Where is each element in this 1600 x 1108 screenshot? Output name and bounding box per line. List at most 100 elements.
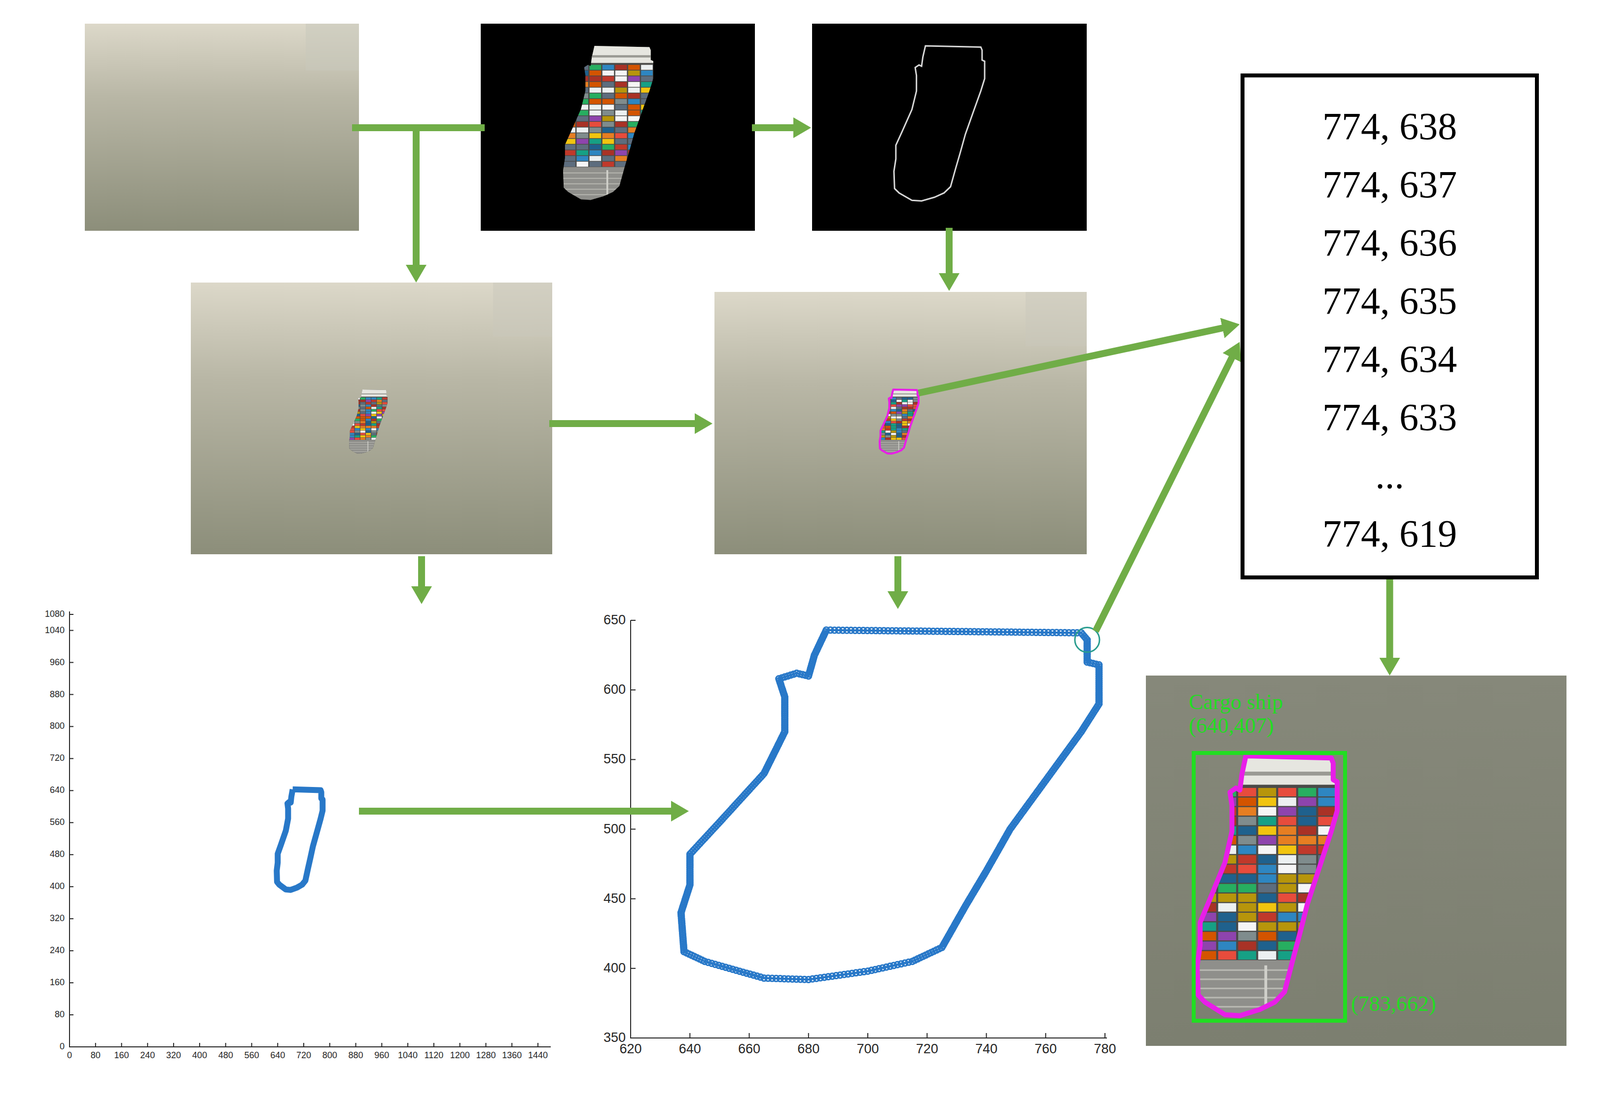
- axis-tick: [808, 1032, 810, 1038]
- axis-tick-label: 1200: [450, 1050, 470, 1061]
- axis-tick-label: 720: [916, 1041, 939, 1057]
- axis-tick: [69, 725, 74, 727]
- axis-tick: [926, 1032, 928, 1038]
- axis-tick: [329, 1042, 331, 1047]
- axis-tick-label: 0: [67, 1050, 72, 1061]
- coordinate-text: 774, 636: [1244, 213, 1535, 272]
- axis-tick: [537, 1042, 539, 1047]
- axis-tick: [630, 1037, 636, 1039]
- flow-arrow: [894, 556, 902, 595]
- axis-tick: [95, 1042, 97, 1047]
- flow-arrow: [1386, 579, 1394, 661]
- contour-line: [893, 45, 985, 202]
- ship-image: [349, 389, 388, 455]
- axis-tick-label: 80: [90, 1050, 101, 1061]
- axis-tick-label: 650: [603, 612, 626, 628]
- axis-tick: [69, 629, 74, 631]
- axis-tick: [199, 1042, 201, 1047]
- axis-tick-label: 400: [49, 881, 65, 892]
- bounding-box: [1193, 752, 1346, 1021]
- axis-tick-label: 450: [603, 891, 626, 907]
- axis-tick: [146, 1042, 148, 1047]
- ship-outline: [1197, 755, 1338, 1016]
- axis-tick-label: 680: [797, 1041, 820, 1057]
- ship-body: [349, 389, 388, 455]
- axis-tick-label: 1360: [501, 1050, 522, 1061]
- axis-tick-label: 600: [603, 682, 626, 698]
- flow-arrow: [945, 227, 953, 277]
- axis-tick-label: 640: [270, 1050, 285, 1061]
- axis-tick-label: 800: [49, 721, 65, 732]
- sea-photo: [84, 23, 359, 231]
- axis-tick: [225, 1042, 227, 1047]
- axis-tick-label: 240: [140, 1050, 155, 1061]
- coordinate-text: 774, 634: [1244, 329, 1535, 389]
- axis-tick: [630, 967, 636, 969]
- axis-tick: [986, 1032, 988, 1038]
- flow-arrows: [352, 127, 1234, 812]
- coordinate-list-box: 774, 638774, 637774, 636774, 635774, 634…: [1240, 73, 1539, 580]
- flow-arrow: [412, 127, 420, 268]
- axis-tick-label: 780: [1093, 1041, 1116, 1057]
- ship-body: [563, 45, 654, 202]
- ship-body: [879, 389, 919, 455]
- axis-tick-label: 660: [738, 1041, 761, 1057]
- detection-label: (783,662): [1351, 992, 1436, 1016]
- axis-tick-label: 160: [49, 977, 65, 988]
- axis-tick: [121, 1042, 123, 1047]
- axis-tick: [69, 661, 74, 663]
- axis-tick: [69, 853, 74, 855]
- composite-photo: [190, 282, 553, 555]
- axis-tick: [69, 1042, 71, 1047]
- detection-label: Cargo ship: [1188, 690, 1283, 714]
- flow-arrow: [918, 327, 1226, 393]
- axis-tick-label: 320: [49, 913, 65, 924]
- chart-axis: [630, 620, 1107, 1038]
- axis-tick: [250, 1042, 252, 1047]
- coordinate-text: 774, 638: [1244, 97, 1535, 156]
- contour-plot: [680, 630, 1100, 980]
- ship-mask-panel: [480, 23, 755, 231]
- coordinate-text: 774, 619: [1244, 504, 1535, 563]
- axis-tick: [381, 1042, 383, 1047]
- coordinate-text: ...: [1244, 446, 1535, 505]
- axis-tick-label: 480: [49, 849, 65, 860]
- coordinate-text: 774, 635: [1244, 271, 1535, 330]
- axis-tick-label: 700: [856, 1041, 879, 1057]
- axis-tick: [630, 828, 636, 830]
- axis-tick-label: 880: [348, 1050, 364, 1061]
- axis-tick-label: 80: [54, 1009, 65, 1020]
- chart-axis: [69, 611, 551, 1047]
- axis-tick: [630, 758, 636, 760]
- axis-tick-label: 620: [619, 1041, 642, 1057]
- flow-arrow: [418, 556, 426, 590]
- axis-tick: [69, 1014, 74, 1016]
- axis-tick: [867, 1032, 869, 1038]
- coordinate-text: 774, 633: [1244, 388, 1535, 447]
- axis-tick-label: 800: [322, 1050, 338, 1061]
- ship-body: [1197, 755, 1338, 1018]
- axis-tick-label: 240: [49, 945, 65, 956]
- axis-tick-label: 560: [244, 1050, 259, 1061]
- axis-tick-label: 760: [1034, 1041, 1057, 1057]
- axis-tick: [630, 619, 636, 621]
- axis-tick-label: 740: [975, 1041, 998, 1057]
- axis-tick-label: 640: [678, 1041, 702, 1057]
- axis-tick-label: 160: [114, 1050, 130, 1061]
- axis-tick-label: 560: [49, 817, 65, 828]
- axis-tick: [630, 689, 636, 691]
- axis-tick: [69, 613, 74, 615]
- axis-tick-label: 720: [49, 753, 65, 764]
- axis-tick: [277, 1042, 279, 1047]
- ship-image: [879, 389, 919, 455]
- axis-tick: [1045, 1032, 1047, 1038]
- axis-tick-label: 960: [374, 1050, 390, 1061]
- axis-tick-label: 1040: [397, 1050, 418, 1061]
- axis-tick: [69, 1046, 74, 1048]
- axis-tick-label: 1080: [44, 609, 65, 620]
- axis-tick-label: 400: [192, 1050, 208, 1061]
- axis-tick: [511, 1042, 513, 1047]
- axis-tick: [689, 1032, 691, 1038]
- charts: [69, 611, 1107, 1047]
- ship-outline: [879, 389, 919, 454]
